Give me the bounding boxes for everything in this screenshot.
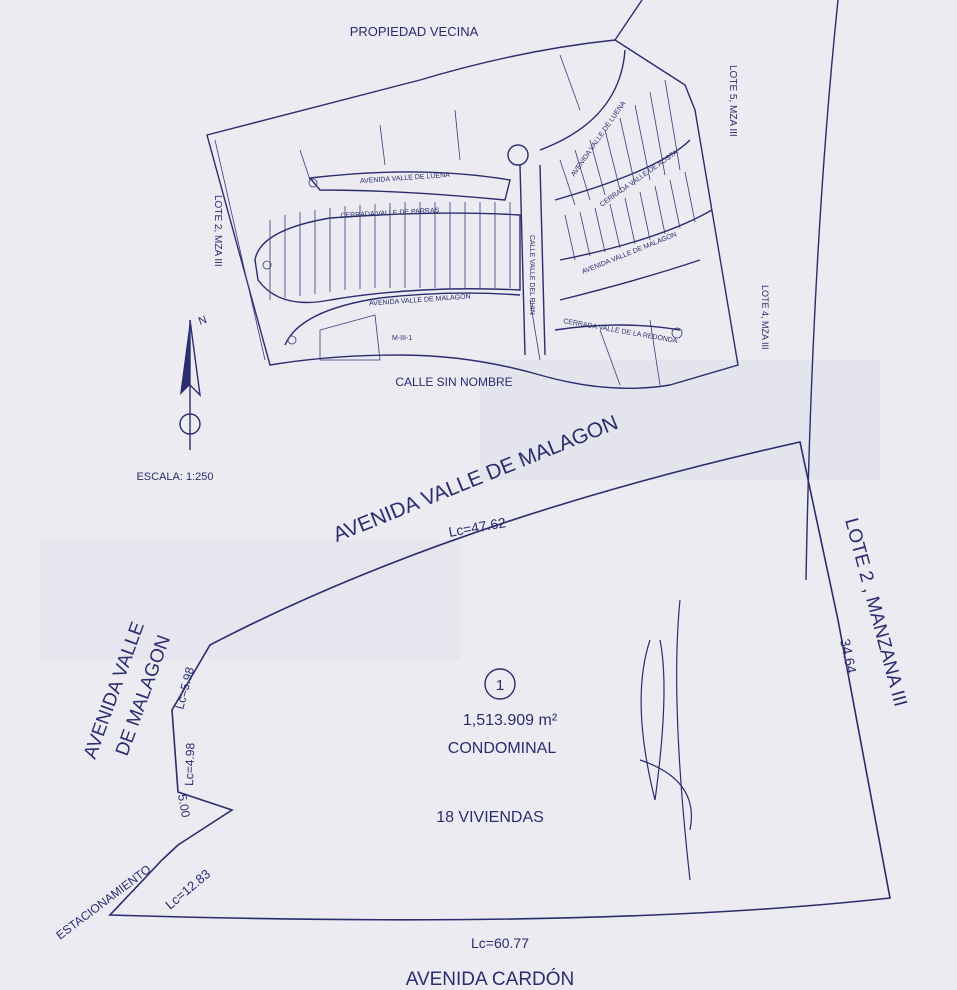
lot-boundary: [108, 441, 891, 921]
segment-length-label: 5.00: [175, 793, 193, 819]
lot-area: 1,513.909 m²: [463, 712, 558, 729]
lot-code-label: M-III-1: [392, 335, 412, 342]
lot-number: 1: [496, 677, 504, 694]
signature: [639, 599, 692, 881]
neighbor-label: LOTE 5, MZA III: [727, 65, 738, 137]
lot-dividers: [269, 79, 696, 300]
neighbor-label: LOTE 2, MZA III: [212, 195, 223, 267]
scale-label: ESCALA: 1:250: [136, 471, 213, 483]
boundary-line: [805, 0, 839, 581]
neighbor-top-label: PROPIEDAD VECINA: [350, 24, 479, 39]
bottom-street-label: AVENIDA CARDÓN: [406, 968, 575, 990]
right-length-label: 34.64: [837, 637, 860, 675]
north-arrow: [179, 319, 201, 450]
lot-number-circle: [484, 668, 516, 700]
north-label: N: [197, 314, 209, 328]
street-label: CALLE VALLE DEL RHIN: [528, 235, 535, 315]
bottom-length-label: Lc=60.77: [471, 935, 529, 951]
segment-length-label: Lc=4.98: [182, 742, 198, 786]
lot-type: CONDOMINAL: [448, 740, 557, 757]
street-label: CALLE SIN NOMBRE: [395, 375, 512, 389]
lot-units: 18 VIVIENDAS: [436, 809, 544, 826]
neighbor-label: LOTE 4, MZA III: [760, 285, 770, 350]
subdivision-plan: [206, 39, 739, 390]
